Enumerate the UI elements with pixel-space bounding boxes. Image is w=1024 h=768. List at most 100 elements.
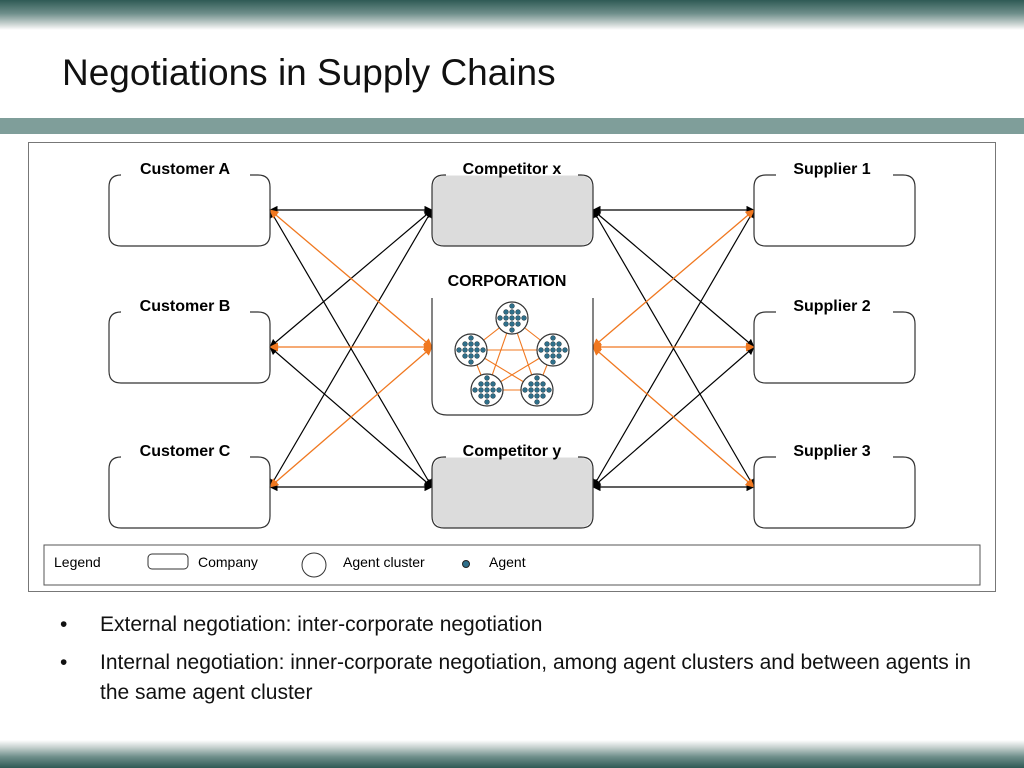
competitor-x-label: Competitor x xyxy=(463,161,562,178)
agent-dot xyxy=(515,309,521,315)
bullet-dot: • xyxy=(60,651,68,674)
competitor-y-label: Competitor y xyxy=(463,443,562,460)
customer-b-label: Customer B xyxy=(140,298,231,315)
competitor-x-box-fill xyxy=(432,175,593,246)
agent-dot xyxy=(456,347,462,353)
agent-dot xyxy=(544,347,550,353)
competitor-y-box xyxy=(431,456,594,529)
agent-dot xyxy=(503,315,509,321)
agent-dot xyxy=(546,387,552,393)
agent-dot xyxy=(484,375,490,381)
supplier-3-label: Supplier 3 xyxy=(793,443,870,460)
agent-dot xyxy=(550,341,556,347)
legend-agent-cluster-symbol xyxy=(301,552,327,578)
agent-dot xyxy=(528,393,534,399)
agent-dot xyxy=(462,341,468,347)
agent-dot xyxy=(550,353,556,359)
customer-a-box xyxy=(108,174,271,247)
top-decorative-bar xyxy=(0,0,1024,30)
agent-cluster xyxy=(495,301,529,335)
supplier-2-label: Supplier 2 xyxy=(793,298,870,315)
competitor-y-box-fill xyxy=(432,457,593,528)
agent-dot xyxy=(468,359,474,365)
customer-a-label: Customer A xyxy=(140,161,231,178)
agent-dot xyxy=(484,381,490,387)
agent-dot xyxy=(496,387,502,393)
agent-dot xyxy=(484,387,490,393)
agent-dot xyxy=(534,375,540,381)
agent-dot xyxy=(544,353,550,359)
company-boxes xyxy=(108,174,916,529)
supplier-1-label: Supplier 1 xyxy=(793,161,870,178)
legend-agent-symbol xyxy=(462,560,470,568)
agent-dot xyxy=(540,393,546,399)
agent-dot xyxy=(534,381,540,387)
agent-dot xyxy=(490,387,496,393)
agent-dot xyxy=(509,321,515,327)
agent-dot xyxy=(521,315,527,321)
supplier-2-box xyxy=(753,311,916,384)
agent-dot xyxy=(468,341,474,347)
agent-cluster xyxy=(454,333,488,367)
agent-dot xyxy=(534,399,540,405)
agent-cluster xyxy=(520,373,554,407)
legend-company-symbol xyxy=(147,553,189,570)
bullet-text: External negotiation: inter-corporate ne… xyxy=(100,613,543,636)
agent-dot xyxy=(490,381,496,387)
agent-dot xyxy=(515,321,521,327)
agent-dot xyxy=(556,353,562,359)
agent-dot xyxy=(468,347,474,353)
agent-dot xyxy=(490,393,496,399)
negotiation-links xyxy=(269,205,755,492)
agent-dot xyxy=(480,347,486,353)
agent-dot xyxy=(509,309,515,315)
bullet-dot: • xyxy=(60,613,68,636)
legend-agent-label: Agent xyxy=(489,554,526,570)
agent-dot xyxy=(509,303,515,309)
agent-dot xyxy=(468,335,474,341)
agent-clusters xyxy=(454,301,570,407)
competitor-x-box xyxy=(431,174,594,247)
agent-dot xyxy=(550,347,556,353)
customer-c-label: Customer C xyxy=(140,443,231,460)
agent-dot xyxy=(534,393,540,399)
corporation-negotiation-arrow xyxy=(269,209,433,348)
agent-dot xyxy=(528,387,534,393)
agent-dot xyxy=(509,315,515,321)
agent-cluster xyxy=(470,373,504,407)
agent-dot xyxy=(484,399,490,405)
bullet-text: Internal negotiation: inner-corporate ne… xyxy=(100,651,971,704)
bullet-item: • External negotiation: inter-corporate … xyxy=(60,610,1000,640)
agent-dot xyxy=(528,381,534,387)
diagram-frame xyxy=(28,142,996,592)
legend-company-label: Company xyxy=(198,554,258,570)
agent-dot xyxy=(478,387,484,393)
agent-dot xyxy=(515,315,521,321)
corporation-negotiation-arrow xyxy=(592,209,755,348)
agent-dot xyxy=(538,347,544,353)
agent-dot xyxy=(462,347,468,353)
agent-dot xyxy=(478,393,484,399)
agent-dot xyxy=(534,387,540,393)
agent-dot xyxy=(472,387,478,393)
agent-dot xyxy=(497,315,503,321)
agent-dot xyxy=(462,353,468,359)
agent-dot xyxy=(540,381,546,387)
agent-cluster xyxy=(536,333,570,367)
supplier-1-box xyxy=(753,174,916,247)
bullet-list: • External negotiation: inter-corporate … xyxy=(60,610,1000,716)
agent-dot xyxy=(556,341,562,347)
agent-dot xyxy=(550,335,556,341)
agent-dot xyxy=(509,327,515,333)
agent-dot xyxy=(522,387,528,393)
legend-agent-cluster-label: Agent cluster xyxy=(343,554,425,570)
legend-title: Legend xyxy=(54,554,101,570)
agent-dot xyxy=(544,341,550,347)
agent-dot xyxy=(562,347,568,353)
agent-dot xyxy=(556,347,562,353)
slide-title: Negotiations in Supply Chains xyxy=(62,52,556,93)
bullet-item: • Internal negotiation: inner-corporate … xyxy=(60,648,1000,708)
title-divider xyxy=(0,118,1024,134)
agent-dot xyxy=(550,359,556,365)
